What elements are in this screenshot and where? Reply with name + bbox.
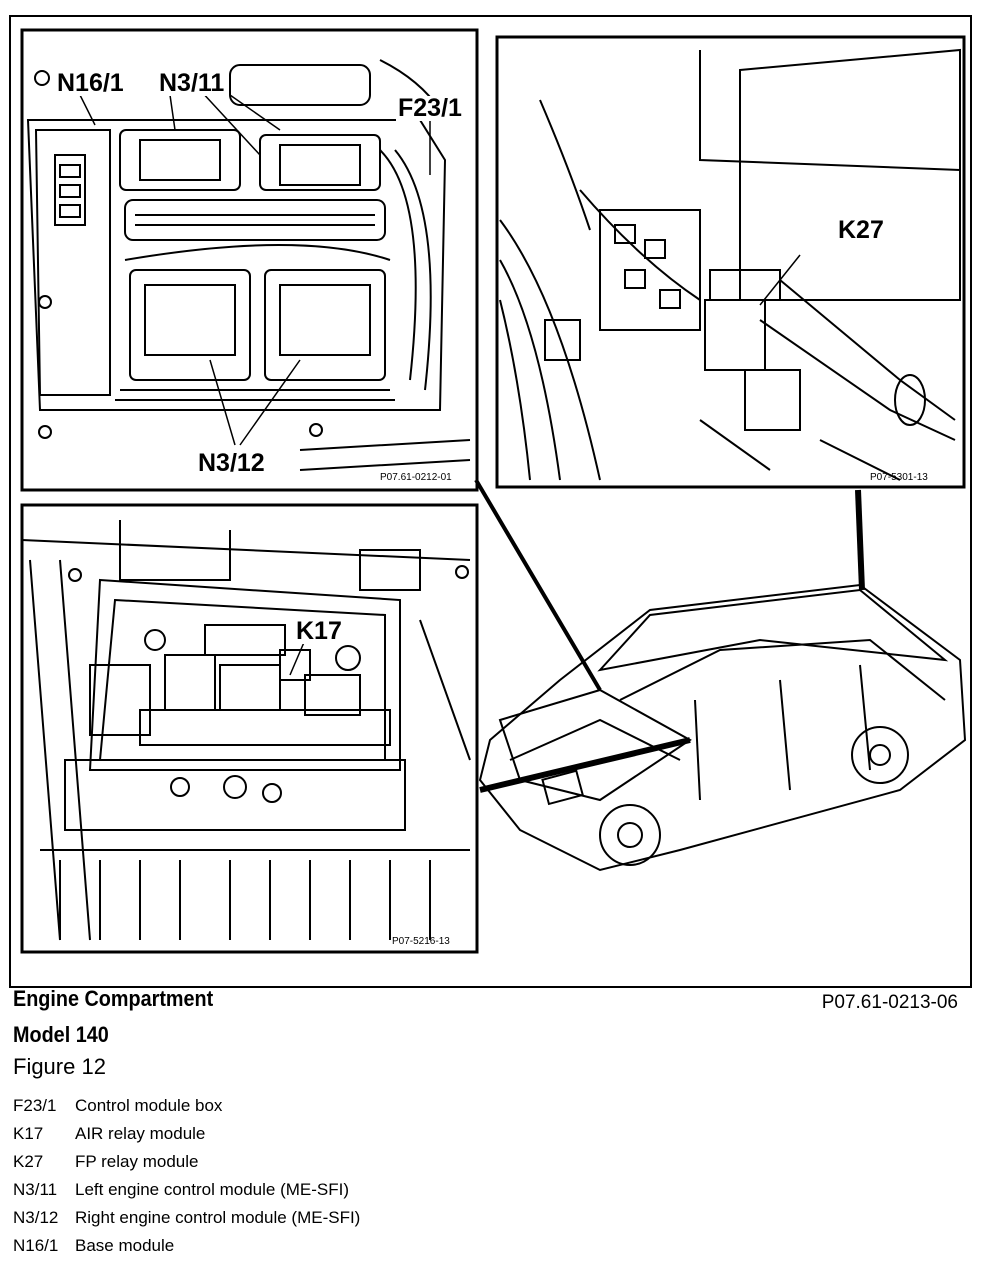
legend-code: K17 — [13, 1124, 44, 1143]
inset-fp-relay — [495, 35, 966, 489]
car-illustration — [474, 478, 967, 872]
callout-k27: K27 — [836, 216, 886, 244]
legend-item: F23/1 Control module box — [13, 1092, 360, 1120]
callout-n16-1: N16/1 — [55, 69, 126, 97]
partno-bottom-left: P07-5216-13 — [392, 936, 450, 947]
partno-top-left: P07.61-0212-01 — [380, 472, 452, 483]
partno-top-right: P07-5301-13 — [870, 472, 928, 483]
legend-item: N3/11 Left engine control module (ME-SFI… — [13, 1176, 360, 1204]
legend-item: K27 FP relay module — [13, 1148, 360, 1176]
legend-description: AIR relay module — [75, 1124, 206, 1143]
legend-description: Left engine control module (ME-SFI) — [75, 1180, 350, 1199]
diagram-frame — [9, 15, 972, 988]
inset-air-relay — [20, 503, 479, 954]
legend-code: N3/12 — [13, 1208, 59, 1227]
caption-title: Engine Compartment — [13, 986, 214, 1011]
inset-control-module-box — [20, 28, 479, 492]
legend-code: K27 — [13, 1152, 44, 1171]
caption-figure: Figure 12 — [13, 1054, 106, 1079]
legend-item: N3/12 Right engine control module (ME-SF… — [13, 1204, 360, 1232]
legend-description: Right engine control module (ME-SFI) — [75, 1208, 361, 1227]
legend-description: Control module box — [75, 1096, 223, 1115]
callout-n3-11: N3/11 — [157, 69, 227, 97]
legend-code: N3/11 — [13, 1180, 58, 1199]
caption-part-number: P07.61-0213-06 — [821, 992, 958, 1013]
callout-f23-1: F23/1 — [396, 94, 464, 122]
legend-item: N16/1 Base module — [13, 1232, 360, 1260]
callout-n3-12: N3/12 — [196, 449, 267, 477]
legend-description: Base module — [75, 1236, 175, 1255]
callout-k17: K17 — [294, 617, 344, 645]
legend-item: K17 AIR relay module — [13, 1120, 360, 1148]
caption-model: Model 140 — [13, 1022, 109, 1047]
legend: F23/1 Control module box K17 AIR relay m… — [13, 1092, 360, 1260]
legend-code: N16/1 — [13, 1236, 59, 1255]
legend-code: F23/1 — [13, 1096, 57, 1115]
legend-description: FP relay module — [75, 1152, 199, 1171]
